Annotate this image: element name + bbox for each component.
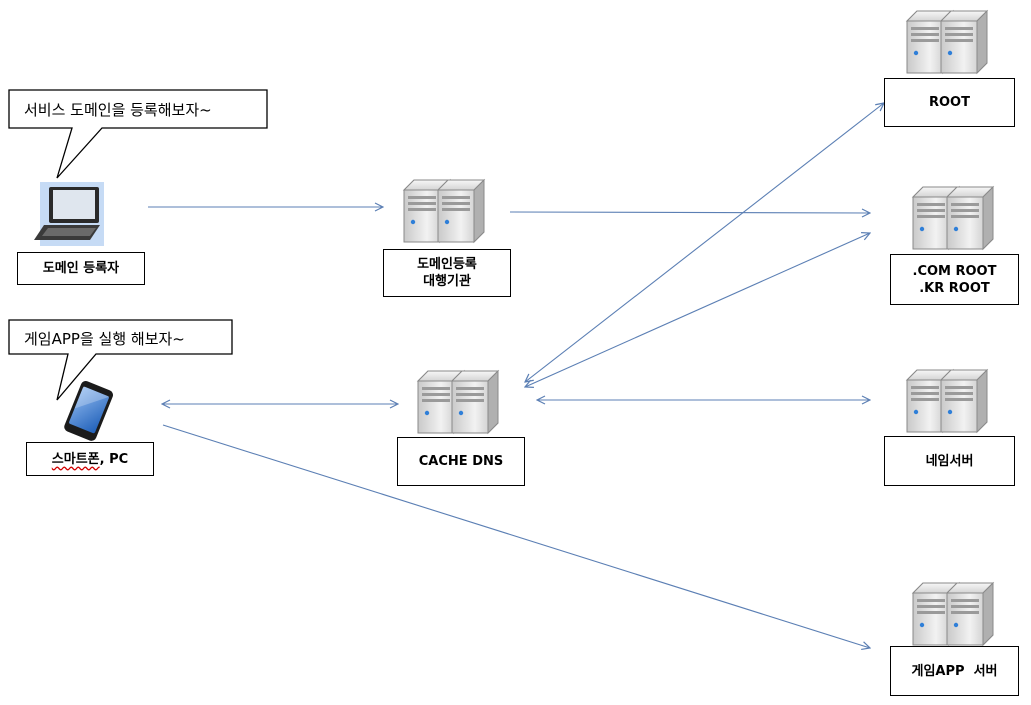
registrant-label: 도메인 등록자 bbox=[17, 252, 145, 285]
smartphone-icon bbox=[64, 381, 113, 441]
registrant-label-text: 도메인 등록자 bbox=[42, 261, 120, 276]
smartphone-word: 스마트폰 bbox=[51, 451, 100, 467]
arrows bbox=[148, 103, 884, 648]
com-kr-root-label: .COM ROOT .KR ROOT bbox=[890, 254, 1019, 305]
cache-dns-label-text: CACHE DNS bbox=[418, 454, 504, 469]
server-icon-game-server bbox=[912, 582, 994, 646]
server-icon-cache-dns bbox=[417, 370, 499, 434]
com-root-label-text: .COM ROOT bbox=[912, 263, 997, 279]
smartphone-pc-label-text: 스마트폰, PC bbox=[52, 451, 128, 468]
smartphone-pc-label: 스마트폰, PC bbox=[26, 442, 154, 476]
root-label: ROOT bbox=[884, 78, 1015, 127]
registrant-speech-text: 서비스 도메인을 등록해보자~ bbox=[24, 101, 212, 119]
name-server-label-text: 네임서버 bbox=[925, 453, 974, 469]
cache-dns-label: CACHE DNS bbox=[397, 437, 525, 486]
arrow-phone-to-game-server bbox=[162, 424, 870, 648]
server-icon-com-root bbox=[912, 186, 994, 250]
speech-bubble-registrant bbox=[8, 89, 268, 179]
arrow-registrar-to-com-root bbox=[509, 212, 870, 213]
pc-word: , PC bbox=[99, 451, 129, 467]
server-icon-registrar bbox=[403, 179, 485, 243]
registrar-label-line2: 대행기관 bbox=[423, 274, 471, 289]
registrar-label-line1: 도메인등록 bbox=[417, 257, 477, 272]
arrow-cache-to-root bbox=[525, 103, 884, 382]
game-server-label: 게임APP 서버 bbox=[890, 646, 1019, 696]
server-icon-name-server bbox=[906, 369, 988, 433]
server-icon-root bbox=[906, 10, 988, 74]
kr-root-label-text: .KR ROOT bbox=[919, 280, 990, 296]
game-server-label-text: 게임APP 서버 bbox=[911, 663, 998, 679]
name-server-label: 네임서버 bbox=[884, 436, 1015, 486]
registrar-label: 도메인등록 대행기관 bbox=[383, 249, 511, 297]
laptop-icon bbox=[34, 182, 104, 246]
phone-speech-text: 게임APP을 실행 해보자~ bbox=[24, 330, 185, 348]
arrow-cache-to-com-root bbox=[525, 233, 870, 387]
speech-bubble-phone bbox=[8, 319, 233, 401]
root-label-text: ROOT bbox=[929, 95, 970, 110]
